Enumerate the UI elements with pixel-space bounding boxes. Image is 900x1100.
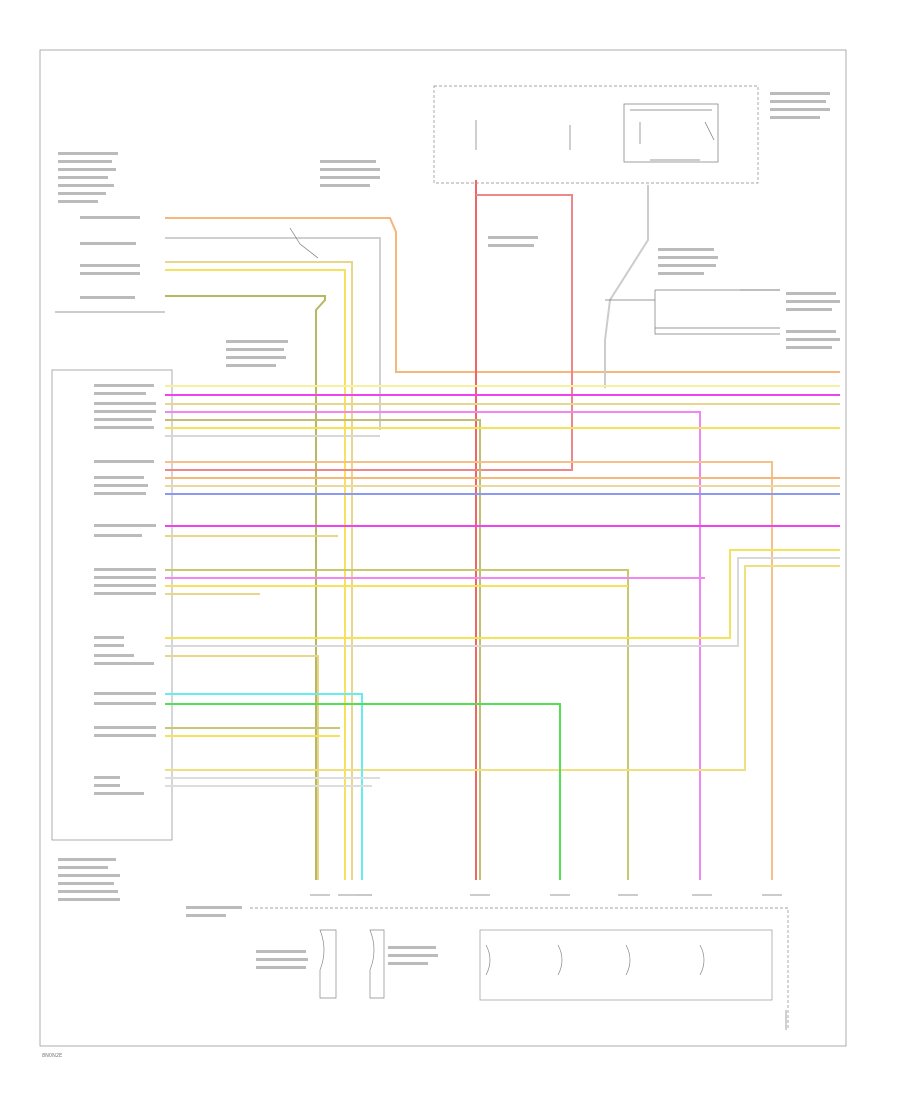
- wire-orange-row8: [165, 461, 773, 880]
- wire-gray-fuse-right: [604, 185, 649, 388]
- footer-code: 8N0N2E: [42, 1053, 62, 1059]
- wire-green-row20: [165, 703, 561, 880]
- diagram-border: [39, 49, 847, 1047]
- wire-yellow-upper-2: [165, 269, 346, 880]
- fuse-icon: [475, 120, 571, 150]
- wire-orange-top: [165, 217, 840, 373]
- wire-tan-row18: [165, 655, 319, 880]
- wire-tan-upper-1: [165, 261, 353, 880]
- wire-yellow-right-3: [165, 565, 840, 771]
- wire-red-branch: [165, 194, 573, 471]
- switch-contact-icon: [289, 227, 319, 259]
- control-module-box: [51, 369, 173, 841]
- transmission-box: [250, 907, 789, 1028]
- relay-inner-box: [623, 103, 719, 163]
- fuse-block-box: [433, 85, 759, 184]
- splice-connector-box: [654, 289, 780, 335]
- label-marks: [58, 92, 840, 969]
- wire-olive-upper: [165, 295, 326, 880]
- wire-olive-row14: [165, 569, 629, 880]
- wire-gray-right-2: [165, 557, 840, 647]
- relay-switch-icon: [639, 121, 715, 161]
- wire-cyan-row19: [165, 693, 363, 880]
- solenoid-coil-icon: [319, 929, 705, 999]
- wire-olive-row5: [165, 419, 481, 880]
- solenoid-group-box: [479, 929, 773, 1001]
- wire-yellow-right-1: [165, 549, 840, 639]
- wire-gray-upper: [165, 237, 381, 430]
- wire-gray-splice: [605, 289, 780, 329]
- wire-magenta-row4: [165, 411, 701, 880]
